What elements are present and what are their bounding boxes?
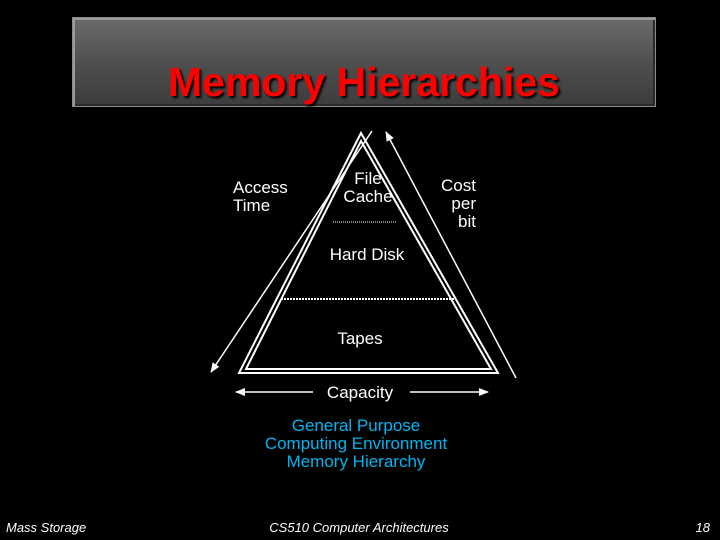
title-box: Memory Hierarchies [72,17,656,107]
access-time-arrow [210,130,373,373]
cost-line3: bit [458,212,476,231]
cost-per-bit-arrow [385,131,517,379]
file-cache-line2: Cache [343,187,393,206]
file-cache-line1: File [354,169,382,188]
footer-page-number: 18 [695,520,710,535]
capacity-label: Capacity [326,383,394,402]
cost-per-bit-label: Cost per bit [420,177,476,231]
tapes-label: Tapes [337,329,383,348]
caption-line1: General Purpose [291,416,421,435]
caption-line2: Computing Environment [264,434,448,453]
cost-line2: per [451,194,476,213]
access-time-label: Access Time [233,179,288,215]
caption-line3: Memory Hierarchy [286,452,426,471]
footer-section-name: Mass Storage [6,520,87,535]
cost-line1: Cost [441,176,476,195]
access-time-line2: Time [233,196,271,215]
footer-course-title: CS510 Computer Architectures [269,520,449,535]
file-cache-label: File Cache [340,170,396,206]
slide-title: Memory Hierarchies [168,59,560,105]
hard-disk-label: Hard Disk [329,245,405,264]
hierarchy-caption: General Purpose Computing Environment Me… [220,417,492,471]
pyramid-outline-inner [244,138,493,370]
access-time-line1: Access [233,178,288,197]
pyramid-outline-outer [237,130,500,374]
